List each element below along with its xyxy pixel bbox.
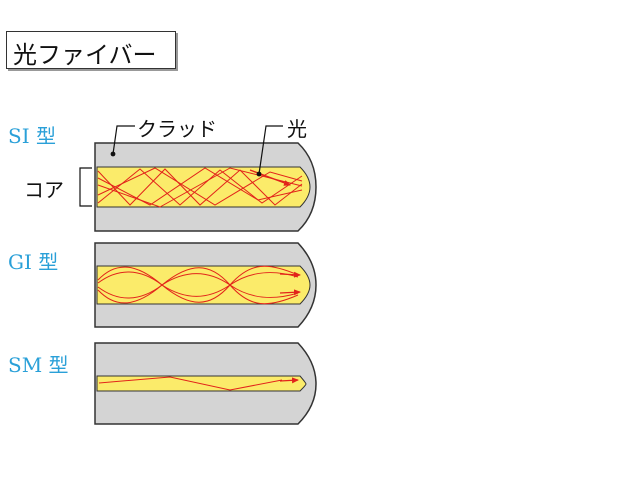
sm-arrow	[279, 377, 299, 384]
si-light-arrow	[249, 169, 291, 186]
light-leader	[258, 125, 283, 175]
si-fiber	[79, 125, 317, 232]
gi-rays	[97, 265, 299, 305]
page-title: 光ファイバー	[13, 41, 157, 69]
si-core	[96, 166, 311, 208]
sm-ray	[98, 376, 283, 391]
gi-arrow-upper	[279, 271, 301, 278]
light-label: 光	[287, 117, 307, 141]
gi-core	[96, 265, 311, 305]
light-dot	[256, 171, 262, 177]
si-type-label: SI 型	[8, 124, 56, 148]
title-box: 光ファイバー	[6, 31, 176, 69]
cladding-dot	[110, 151, 116, 157]
core-bracket	[79, 167, 92, 207]
sm-fiber	[94, 342, 317, 425]
gi-arrow-lower	[279, 289, 301, 296]
cladding-label: クラッド	[137, 117, 217, 141]
gi-type-label: GI 型	[8, 250, 59, 274]
core-label: コア	[24, 178, 64, 202]
cladding-leader	[112, 125, 135, 155]
sm-type-label: SM 型	[8, 353, 69, 377]
si-rays	[97, 167, 303, 208]
gi-fiber	[94, 242, 317, 328]
